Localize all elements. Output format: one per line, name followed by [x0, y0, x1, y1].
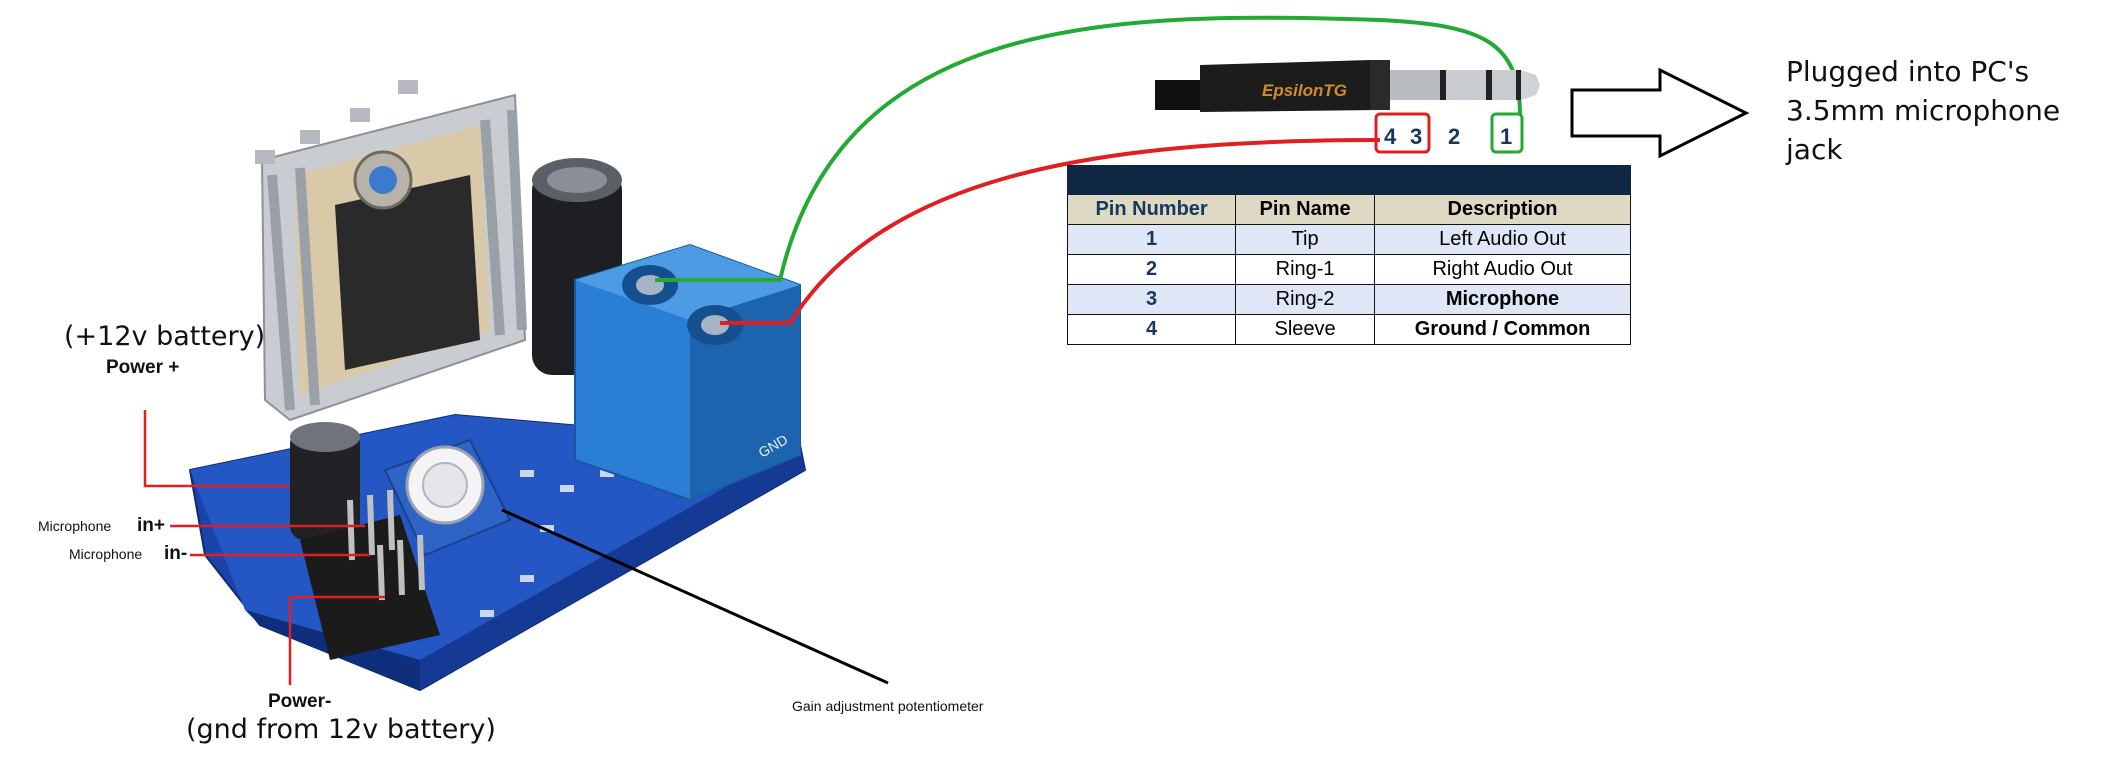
power-plus-top-label: (+12v battery): [64, 321, 265, 352]
power-minus-leader: [288, 595, 385, 685]
mic-in-minus-prefix: Microphone: [69, 546, 142, 562]
pin-name-cell: Tip: [1235, 224, 1376, 255]
table-row: 2 Ring-1 Right Audio Out: [1066, 254, 1631, 285]
capacitor-small: [290, 422, 360, 540]
pin-name-cell: Sleeve: [1235, 314, 1376, 345]
arrow-right-icon: [1570, 67, 1750, 159]
green-wire: [655, 15, 1522, 282]
pin-number-cell: 2: [1066, 254, 1237, 285]
table-title-bar: [1067, 165, 1631, 195]
description-cell: Left Audio Out: [1374, 224, 1631, 255]
mic-in-minus-label: in-: [164, 543, 187, 564]
destination-line-3: jack: [1786, 133, 1843, 166]
pinout-table: Pin Number Pin Name Description 1 Tip Le…: [1066, 165, 1631, 345]
power-plus-label: Power +: [106, 357, 179, 378]
gain-pot-leader: [501, 508, 889, 685]
gain-pot-label: Gain adjustment potentiometer: [792, 698, 984, 714]
destination-line-2: 3.5mm microphone: [1786, 94, 2061, 127]
table-header-row: Pin Number Pin Name Description: [1066, 194, 1631, 225]
table-row: 3 Ring-2 Microphone: [1066, 284, 1631, 315]
red-highlight-box: [1374, 112, 1431, 154]
header-pin-name: Pin Name: [1235, 194, 1376, 225]
description-cell: Ground / Common: [1374, 314, 1631, 345]
pin-number-cell: 4: [1066, 314, 1237, 345]
pin-number-cell: 3: [1066, 284, 1237, 315]
plug-pin-labels: 4 3 2 1: [1374, 112, 1524, 154]
pin-number-cell: 1: [1066, 224, 1237, 255]
description-cell: Microphone: [1374, 284, 1631, 315]
screw-terminal: [574, 243, 801, 502]
header-pin-number: Pin Number: [1066, 194, 1237, 225]
heatsink: [255, 80, 527, 422]
plug-pin-1: 1: [1500, 124, 1512, 149]
destination-line-1: Plugged into PC's: [1786, 55, 2030, 88]
pin-name-cell: Ring-1: [1235, 254, 1376, 285]
power-minus-bottom-label: (gnd from 12v battery): [186, 714, 496, 745]
power-minus-label: Power-: [268, 691, 331, 712]
table-row: 4 Sleeve Ground / Common: [1066, 314, 1631, 345]
plug-pin-4: 4: [1384, 124, 1397, 149]
amplifier-board-image: GND: [188, 80, 807, 692]
pin-name-cell: Ring-2: [1235, 284, 1376, 315]
mic-in-plus-prefix: Microphone: [38, 518, 111, 534]
green-highlight-box: [1490, 112, 1524, 154]
plug-pin-2: 2: [1448, 124, 1460, 149]
description-cell: Right Audio Out: [1374, 254, 1631, 285]
power-plus-leader: [143, 410, 290, 488]
potentiometer: [383, 438, 512, 557]
mic-in-plus-label: in+: [137, 515, 165, 536]
header-description: Description: [1374, 194, 1631, 225]
table-row: 1 Tip Left Audio Out: [1066, 224, 1631, 255]
destination-note: Plugged into PC's 3.5mm microphone jack: [1786, 52, 2086, 169]
wires: [143, 15, 1522, 685]
audio-plug-image: EpsilonTG: [1155, 60, 1540, 112]
pin-header: [300, 489, 440, 660]
plug-pin-3: 3: [1410, 124, 1422, 149]
red-wire: [720, 138, 1381, 325]
plug-brand-label: EpsilonTG: [1262, 81, 1347, 100]
